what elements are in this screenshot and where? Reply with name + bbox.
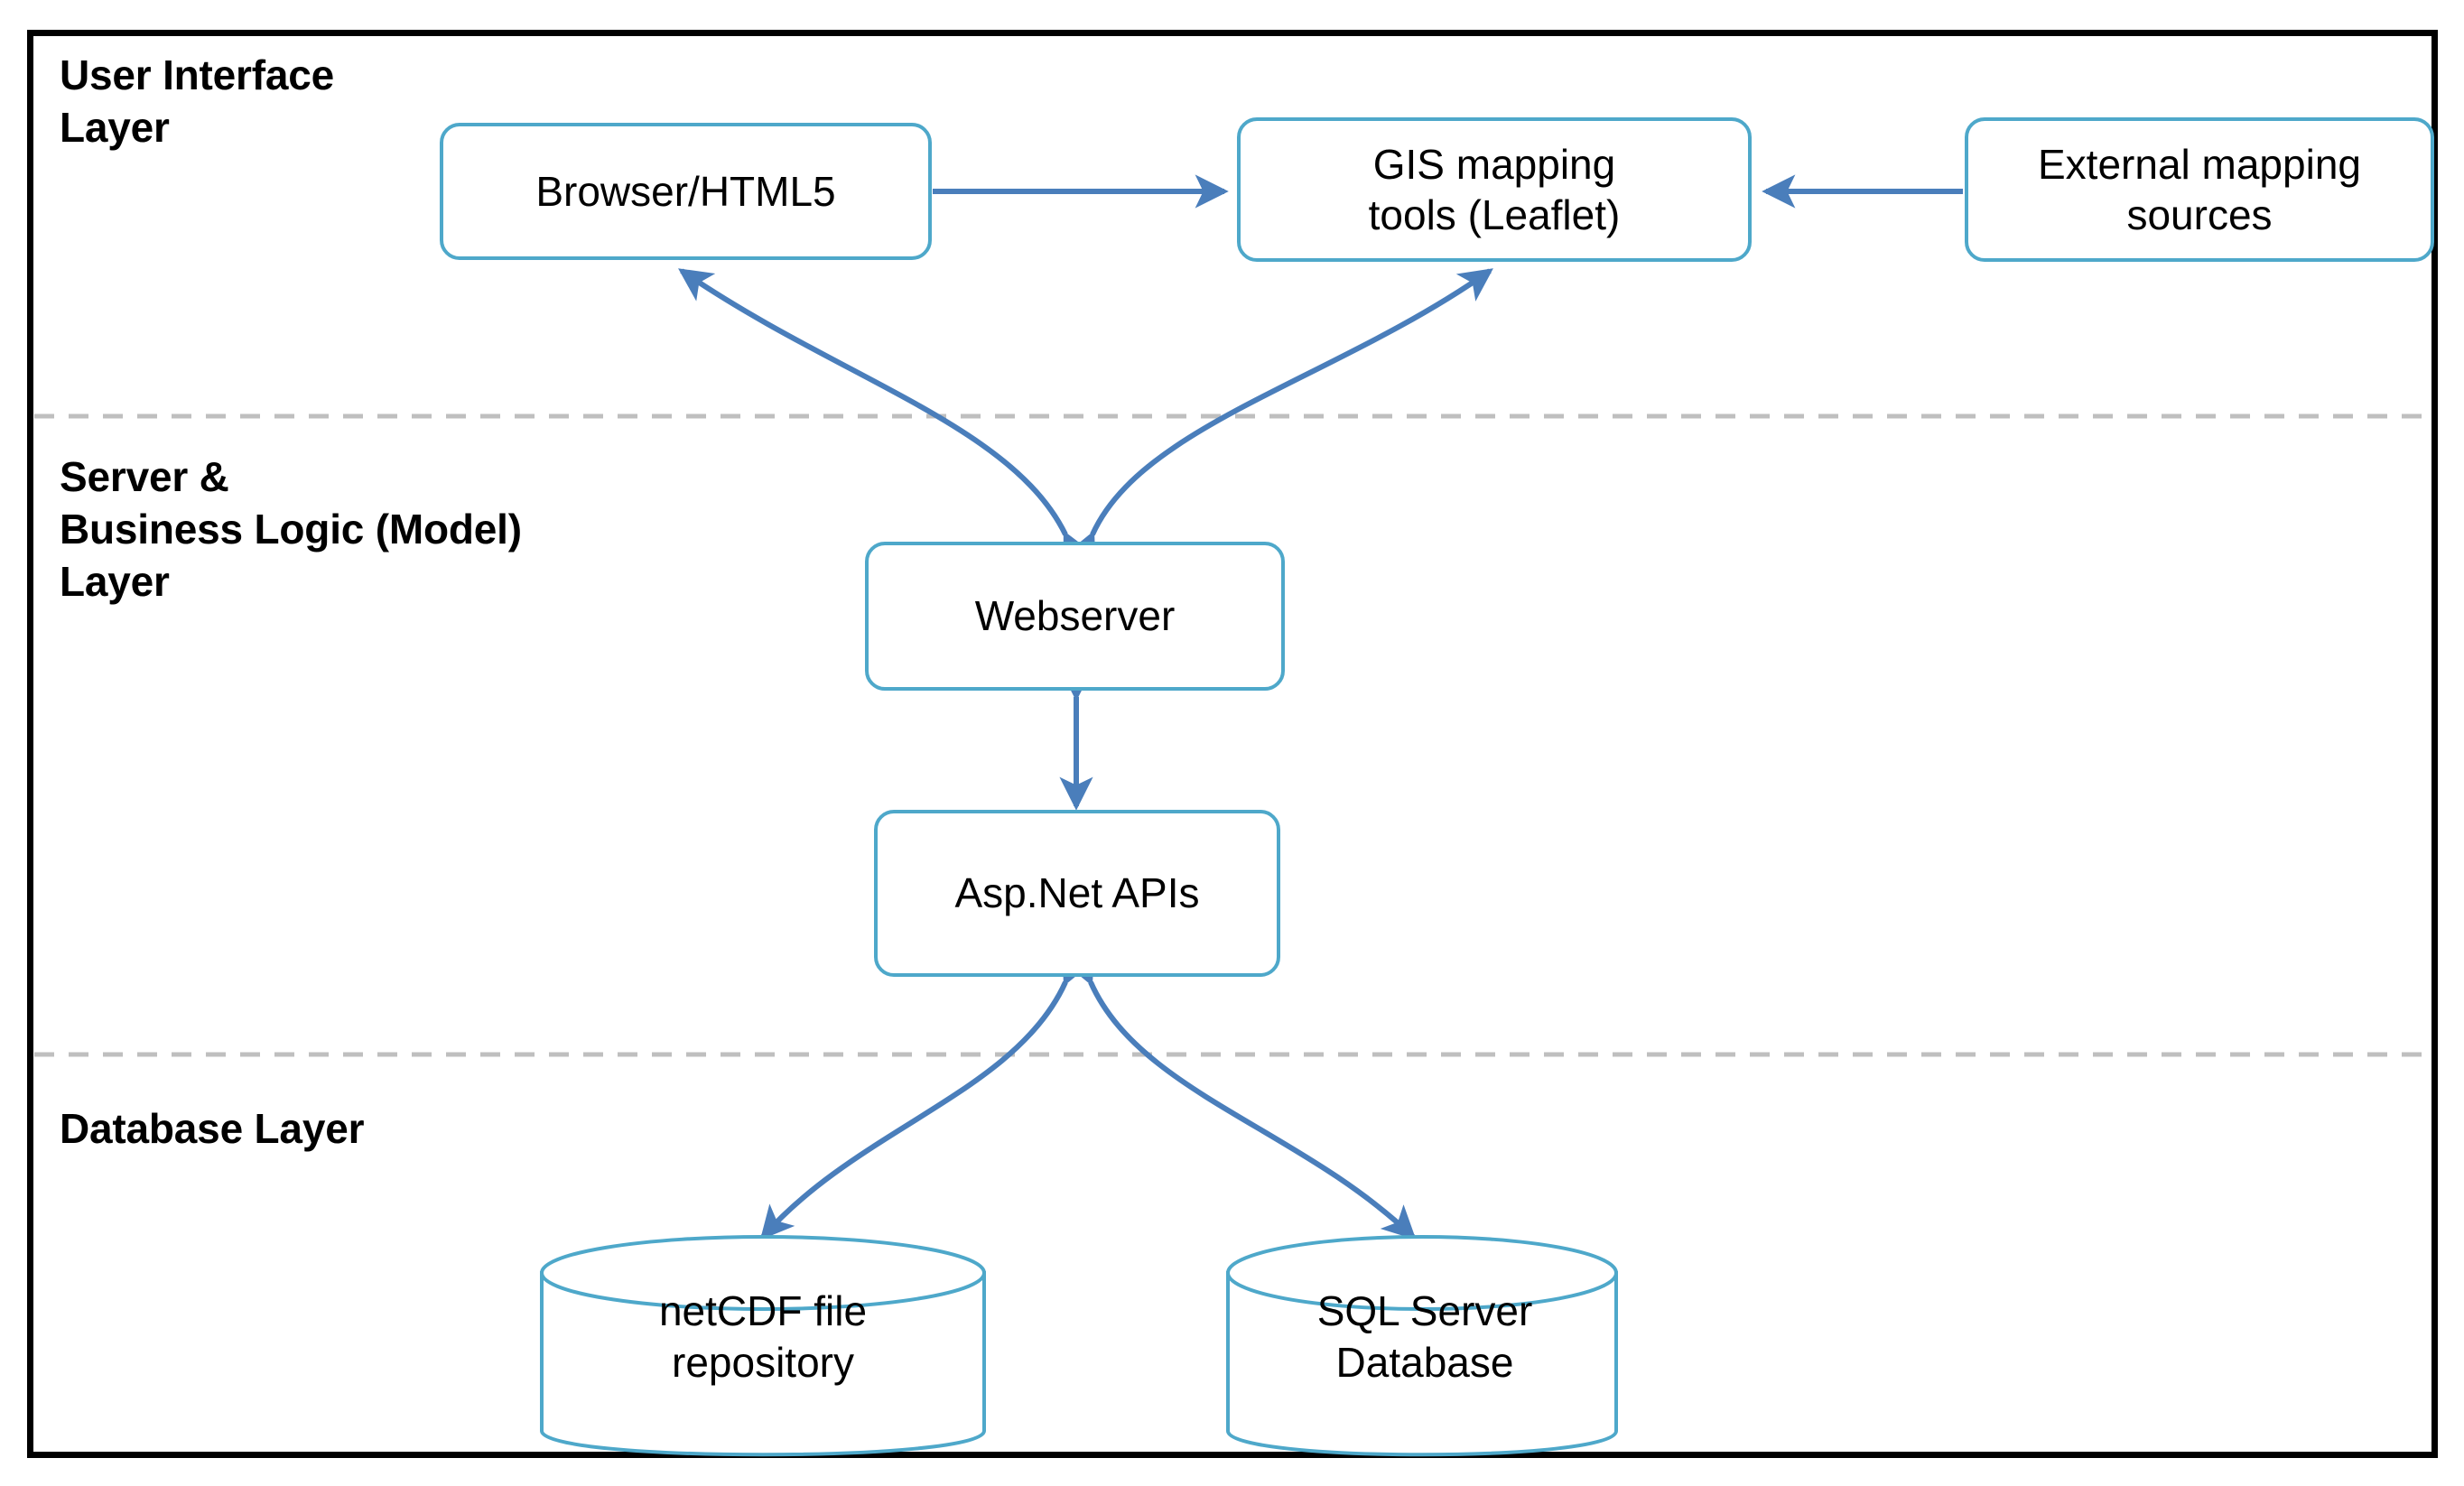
layer-label-database: Database Layer (60, 1105, 365, 1152)
node-external-mapping-sources[interactable]: External mapping sources (1965, 117, 2434, 262)
node-gis-mapping-tools[interactable]: GIS mapping tools (Leaflet) (1237, 117, 1752, 262)
node-browser-html5[interactable]: Browser/HTML5 (440, 123, 932, 260)
layer-label-user-interface: User Interface Layer (60, 51, 335, 151)
layer-label-server-business-logic: Server & Business Logic (Model) Layer (60, 453, 522, 605)
node-netcdf-file-repository-label[interactable]: netCDF file repository (658, 1287, 868, 1387)
node-sql-server-database-label[interactable]: SQL Server Database (1316, 1287, 1533, 1387)
node-webserver[interactable]: Webserver (865, 542, 1285, 691)
node-aspnet-apis[interactable]: Asp.Net APIs (874, 810, 1280, 977)
